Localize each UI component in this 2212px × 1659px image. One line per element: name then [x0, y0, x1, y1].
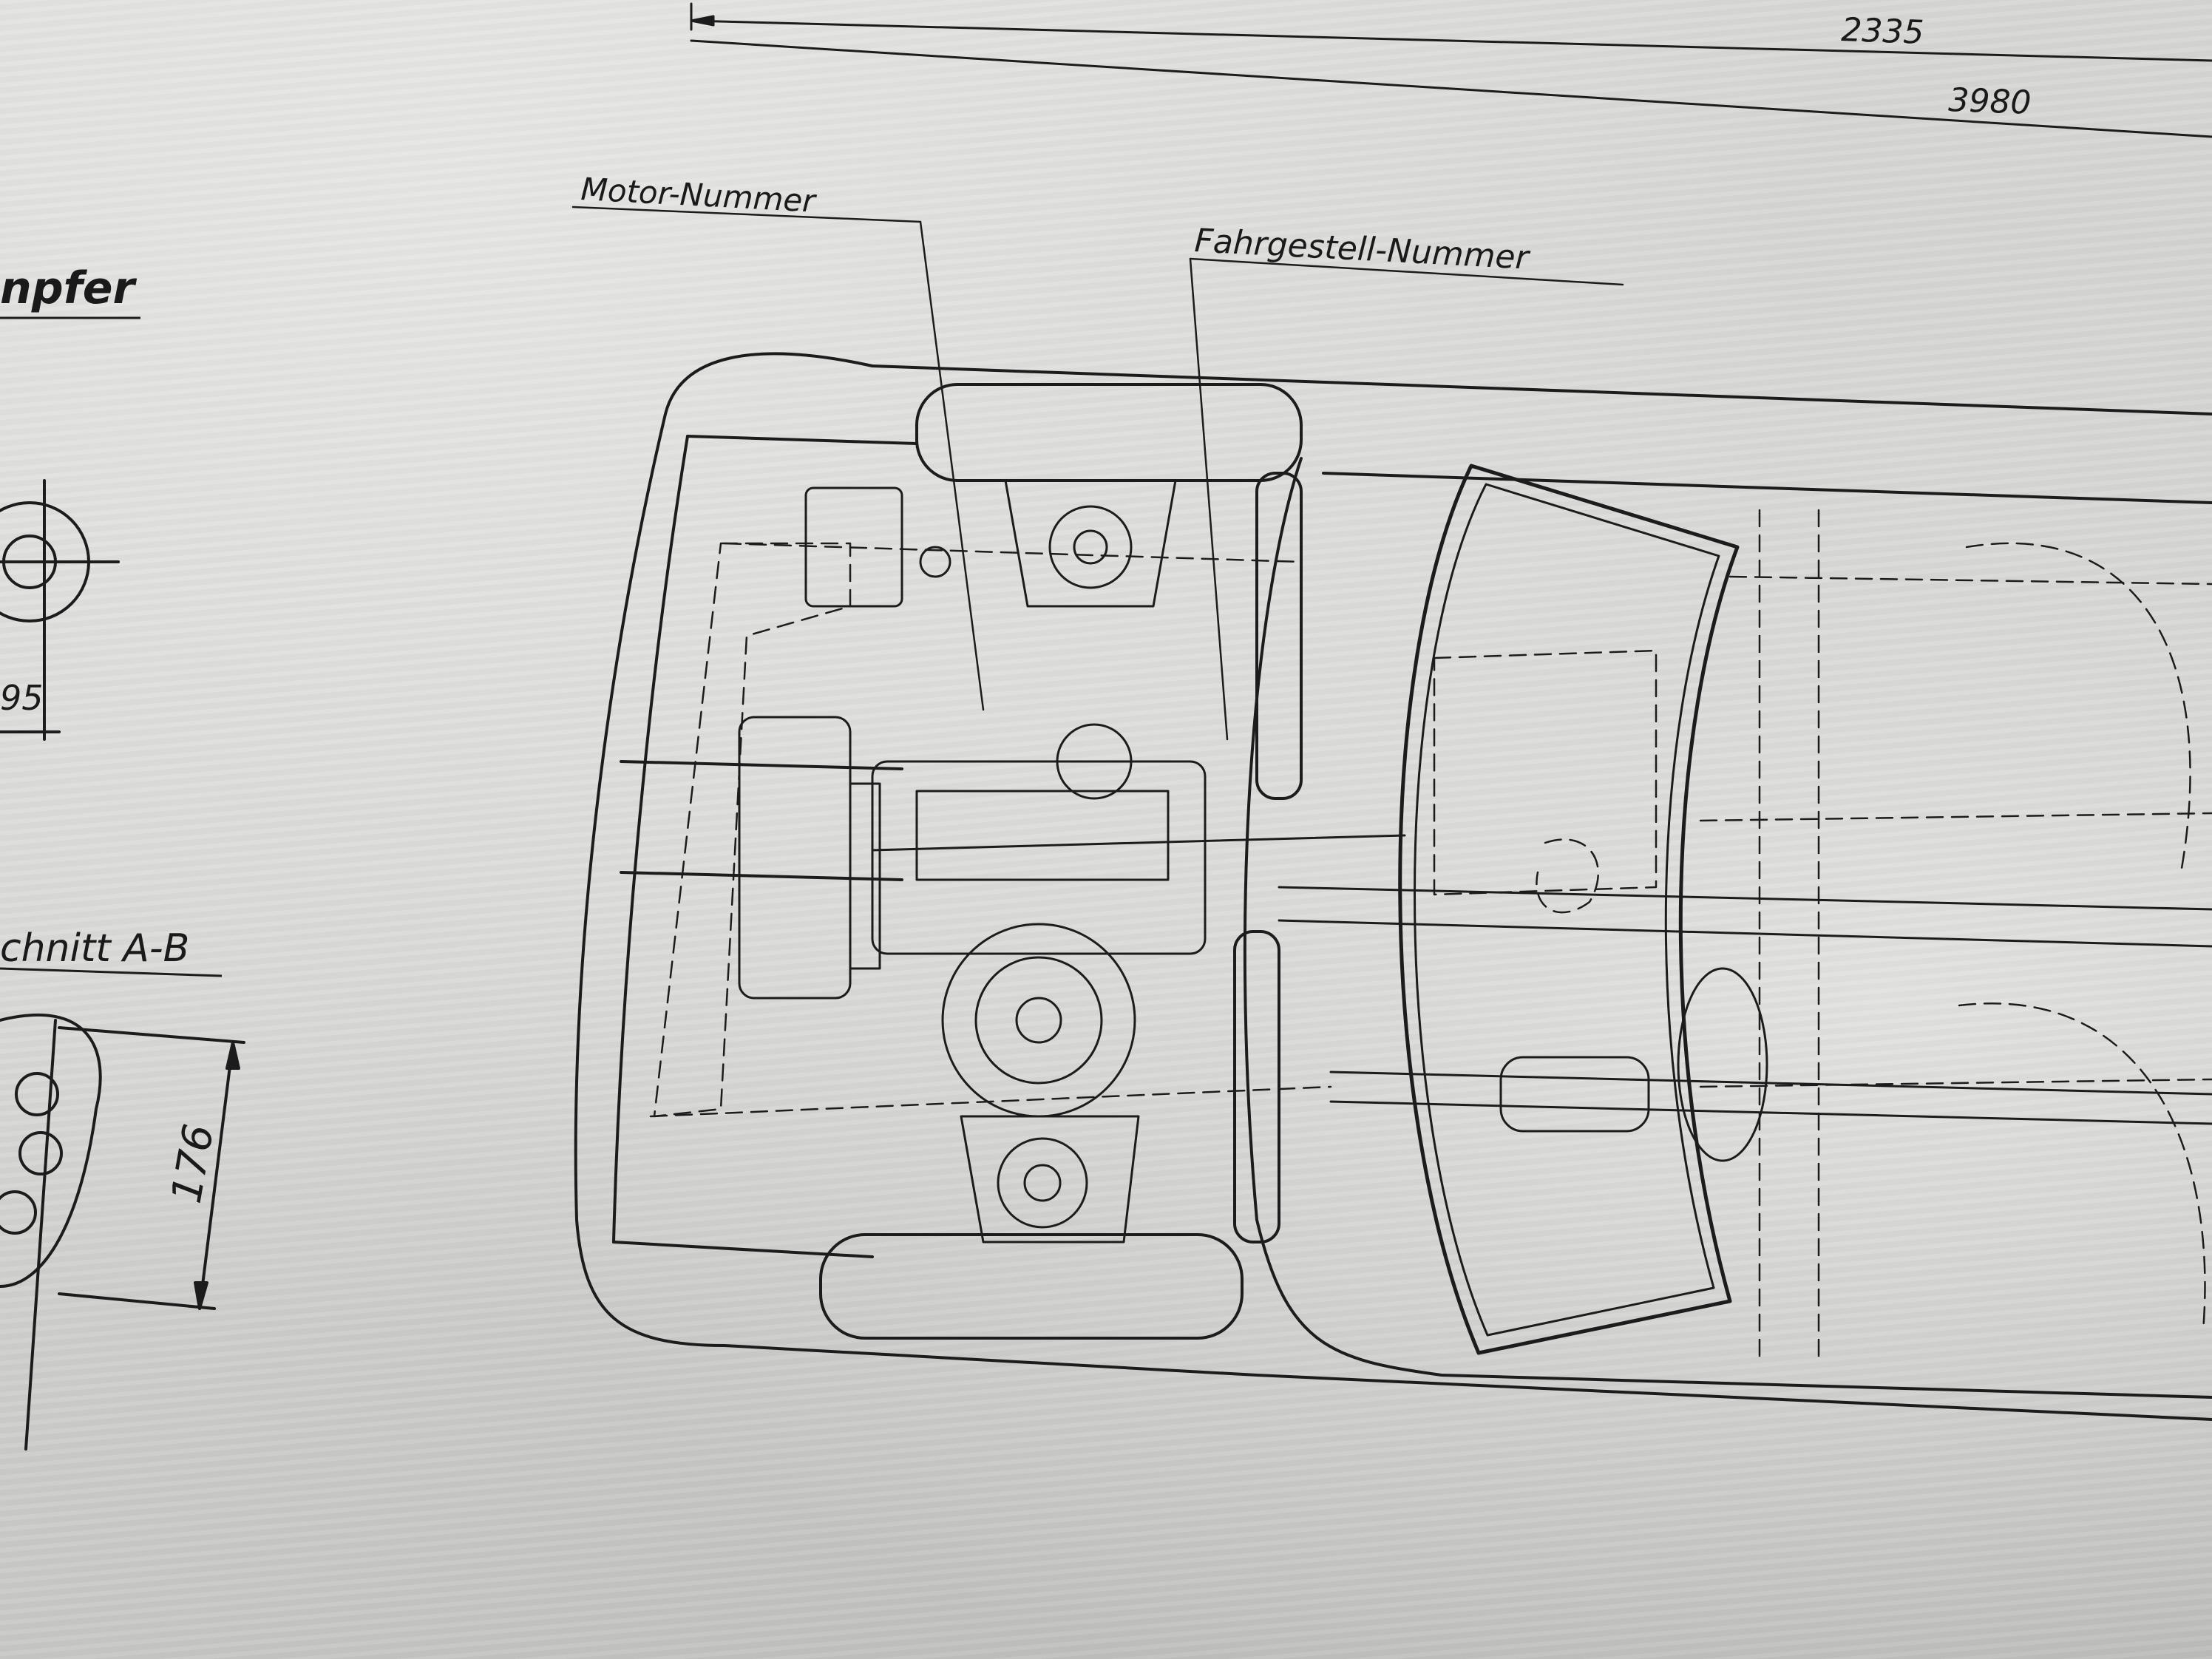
bumper [620, 760, 903, 881]
leader-lines [571, 206, 1624, 741]
wheelbase-dimension: 2335 [1841, 11, 1925, 52]
suspension-units [960, 479, 1177, 1244]
hidden-lines [649, 509, 2212, 1362]
engine-number-label: Motor-Nummer [580, 171, 818, 220]
section-label: chnitt A-B [0, 926, 189, 971]
engine [738, 486, 1406, 1118]
drive-shaft [1278, 886, 2212, 1162]
damper-label: npfer [0, 262, 137, 314]
label-underlines [0, 316, 223, 977]
car-body-outline [574, 352, 2212, 1421]
dimension-lines [690, 2, 2212, 138]
wheels [819, 383, 1303, 1340]
windshield [1398, 464, 1740, 1355]
section-detail-left [0, 479, 245, 1451]
overall-length-dimension: 3980 [1948, 81, 2032, 122]
partial-dimension: 95 [0, 678, 44, 718]
